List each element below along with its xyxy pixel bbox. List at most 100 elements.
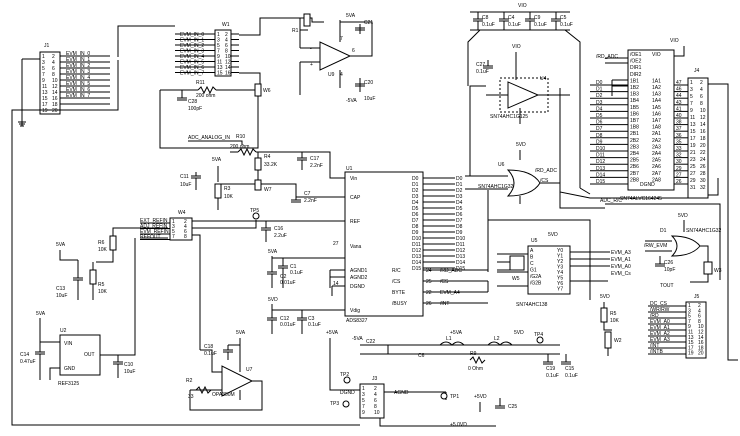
u1-pin-label: D7 xyxy=(412,218,419,224)
svg-text:C1: C1 xyxy=(290,264,297,270)
data-line-label: D11 xyxy=(456,242,465,248)
svg-text:C20: C20 xyxy=(364,80,373,86)
j1-pin: 17 xyxy=(42,102,48,108)
svg-text:10K: 10K xyxy=(98,289,108,295)
u1-pin-label: D2 xyxy=(412,188,419,194)
svg-text:0.1uF: 0.1uF xyxy=(204,351,217,357)
w1-pin: 14 xyxy=(225,65,231,71)
u3-pin-label: 1B8 xyxy=(630,125,639,131)
u5-pin-label: C xyxy=(530,261,534,267)
w6-jumper xyxy=(254,83,262,97)
j5-pin: 2 xyxy=(698,303,701,309)
u3-pin-label: 1A1 xyxy=(652,78,661,84)
cap-ref: C9 xyxy=(534,15,541,21)
svg-text:U9: U9 xyxy=(328,72,335,78)
svg-text:5VD: 5VD xyxy=(516,142,526,148)
j5-pin: 20 xyxy=(698,351,704,357)
svg-text:R3: R3 xyxy=(224,186,231,192)
w1-pin: 13 xyxy=(217,65,223,71)
j4-pin: 30 xyxy=(700,178,706,184)
u3-pin-label: 1A3 xyxy=(652,92,661,98)
svg-text:+: + xyxy=(310,62,313,68)
u3-pin-label: 2B5 xyxy=(630,158,639,164)
j1-pin: 4 xyxy=(52,60,55,66)
svg-text:5VA: 5VA xyxy=(236,330,246,336)
j5-net: DC_CS xyxy=(650,301,668,307)
svg-text:ADC_R/C: ADC_R/C xyxy=(600,198,622,204)
transceiver-u3: /RD_ADC /OE1/OE2DIR1DIR21B11B21B31B41B51… xyxy=(559,38,691,202)
w4-pin: 7 xyxy=(172,234,175,240)
svg-text:OUT: OUT xyxy=(84,352,95,358)
svg-text:6: 6 xyxy=(352,48,355,54)
svg-text:DGND: DGND xyxy=(640,182,655,188)
j5-pin: 19 xyxy=(688,351,694,357)
w4-pin: 5 xyxy=(172,229,175,235)
svg-text:R9: R9 xyxy=(470,351,477,357)
j5-net: EVM_A0 xyxy=(650,319,670,325)
svg-text:U7: U7 xyxy=(246,367,253,373)
u3-pin-number: 40 xyxy=(676,113,682,119)
u5-pin-label: Y5 xyxy=(557,276,563,282)
j4-pin: 31 xyxy=(690,185,696,191)
j4-pin: 24 xyxy=(700,157,706,163)
u3-pin-label: 1B2 xyxy=(630,85,639,91)
data-line-label: D1 xyxy=(456,182,463,188)
j5-pin: 14 xyxy=(698,335,704,341)
svg-text:AGND: AGND xyxy=(394,390,409,396)
svg-text:W1: W1 xyxy=(222,22,230,28)
analog-decoupling: 5VA C1 0.1uF C2 0.01uF 5VD C12 0.01uF C3… xyxy=(267,249,345,334)
tp1-testpoint xyxy=(440,392,448,400)
u3-pin-label: 1A2 xyxy=(652,85,661,91)
u3-pin-label: 1A7 xyxy=(652,118,661,124)
w4-pin: 6 xyxy=(184,229,187,235)
data-line-label: D7 xyxy=(596,126,603,132)
svg-text:C21: C21 xyxy=(364,20,373,26)
svg-text:C19: C19 xyxy=(546,366,555,372)
svg-text:/RD_ADC: /RD_ADC xyxy=(596,54,618,60)
r4-resistor xyxy=(254,157,262,171)
j1-body xyxy=(39,51,61,115)
u5-pin-label: Y7 xyxy=(557,287,563,293)
u3-pin-label: 1B6 xyxy=(630,111,639,117)
u1-ctrl-number: 24 xyxy=(426,268,432,274)
j4-pin: 21 xyxy=(690,150,696,156)
j4-pin: 32 xyxy=(700,185,706,191)
svg-text:J5: J5 xyxy=(694,294,700,300)
u1-pin-label: D10 xyxy=(412,236,421,242)
data-line-label: D13 xyxy=(596,166,605,172)
svg-text:ADC_ANALOG_IN: ADC_ANALOG_IN xyxy=(188,135,230,141)
svg-text:R1: R1 xyxy=(292,28,299,34)
u3-pin-label: 2A6 xyxy=(652,164,661,170)
j4-pin: 17 xyxy=(690,136,696,142)
u3-body xyxy=(627,49,675,191)
svg-text:C11: C11 xyxy=(180,174,189,180)
u3-pin-number: 33 xyxy=(676,146,682,152)
j1-pin: 9 xyxy=(42,78,45,84)
u3-pin-number: 30 xyxy=(676,159,682,165)
j4-pin: 16 xyxy=(700,129,706,135)
j4-pin: 20 xyxy=(700,143,706,149)
u1-ctrl-number: 22 xyxy=(426,290,432,296)
svg-text:C15: C15 xyxy=(565,366,574,372)
svg-text:C17: C17 xyxy=(310,156,319,162)
svg-text:R5: R5 xyxy=(610,311,617,317)
u5-pin-label: Y6 xyxy=(557,281,563,287)
u1-pin-label: D6 xyxy=(412,212,419,218)
u3-pin-number: 43 xyxy=(676,100,682,106)
j4-pin: 29 xyxy=(690,178,696,184)
svg-text:0 Ohm: 0 Ohm xyxy=(468,366,483,372)
svg-text:10K: 10K xyxy=(98,247,108,253)
u1-pin-label: DGND xyxy=(350,284,365,290)
cap-ref: C8 xyxy=(482,15,489,21)
svg-text:SN74AHC1G32: SN74AHC1G32 xyxy=(478,184,514,190)
svg-text:VIN: VIN xyxy=(64,341,73,347)
j1-pin: 7 xyxy=(42,72,45,78)
buffer-u4: VIO C27 0.1uF U4 SN74AHC1G125 xyxy=(467,29,581,188)
svg-text:-: - xyxy=(310,46,312,52)
svg-text:U2: U2 xyxy=(60,328,67,334)
svg-text:10uF: 10uF xyxy=(180,182,191,188)
evm-in-nets: EVM_IN_0EVM_IN_1EVM_IN_2EVM_IN_3EVM_IN_4… xyxy=(66,51,90,99)
svg-text:TP5: TP5 xyxy=(250,208,259,214)
